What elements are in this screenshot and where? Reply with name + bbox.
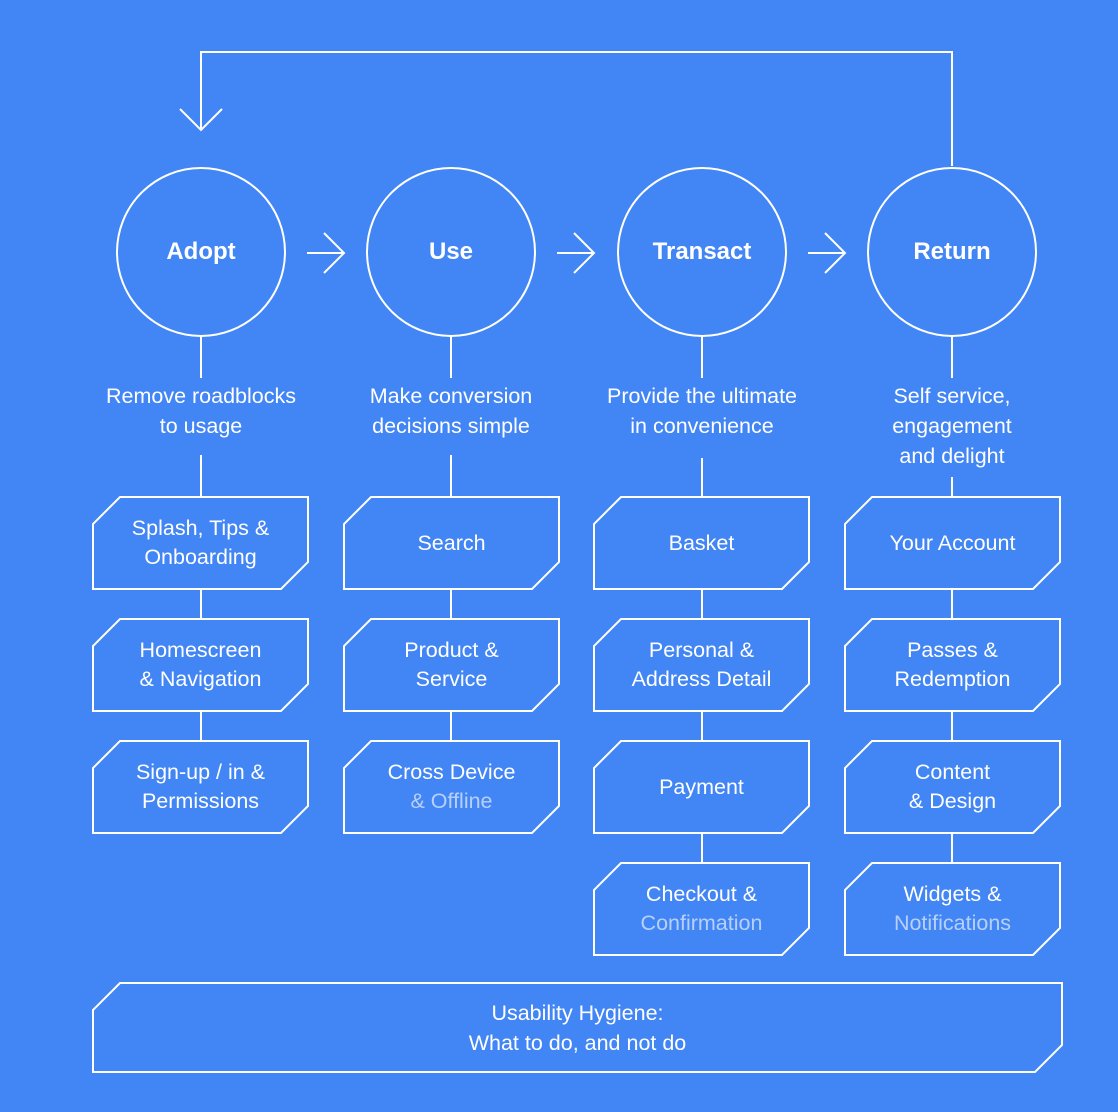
usability-hygiene-label: Usability Hygiene: What to do, and not d… [93,983,1062,1072]
feedback-arrowhead-icon [179,108,223,132]
box-line: Payment [659,774,744,799]
box-label-content-design: Content & Design [845,741,1060,833]
box-line: Splash, Tips & [131,516,270,540]
box-outline [343,740,560,834]
box-label-passes-redemption: Passes & Redemption [845,619,1060,711]
box-label-search: Search [344,497,559,589]
box-label-product-service: Product & Service [344,619,559,711]
box-outline [593,740,810,834]
stage-label-transact: Transact [652,238,752,265]
box-line: Widgets & [903,882,1002,906]
description-line: and delight [899,444,1005,468]
box-line: Homescreen [139,638,262,662]
box-outline [844,618,1061,712]
box-line: Basket [668,530,735,555]
box-outline [844,862,1061,956]
box-line: Permissions [141,789,260,813]
box-outline [343,496,560,590]
box-label-your-account: Your Account [845,497,1060,589]
flow-arrow-icon-2 [557,232,596,274]
connector-lines [200,336,953,863]
box-outline [593,618,810,712]
stage-description-return: Self service, engagement and delight [822,381,1082,471]
stage-description-transact: Provide the ultimate in convenience [572,381,832,441]
description-line: decisions simple [372,414,530,438]
box-label-widgets-notifications: Widgets & Notifications [845,863,1060,955]
box-outline [593,862,810,956]
box-line: Content [914,760,991,784]
box-label-splash-tips-onboarding: Splash, Tips & Onboarding [93,497,308,589]
flow-arrow-icon-3 [808,232,847,274]
box-line: Your Account [889,530,1016,555]
description-line: Make conversion [369,384,533,408]
box-line: Notifications [893,911,1012,935]
description-line: Self service, [893,384,1011,408]
description-line: Remove roadblocks [105,384,296,408]
footer-line: Usability Hygiene: [491,1000,664,1025]
box-label-cross-device-offline: Cross Device & Offline [344,741,559,833]
box-line: Checkout & [645,882,758,906]
feedback-loop-line [200,51,953,166]
box-outline [92,740,309,834]
stage-description-use: Make conversion decisions simple [321,381,581,441]
description-line: to usage [159,414,243,438]
box-outline [92,496,309,590]
stage-label-adopt: Adopt [166,238,236,265]
box-outline [844,496,1061,590]
stage-description-adopt: Remove roadblocks to usage [71,381,331,441]
box-outline [343,618,560,712]
footer-line: What to do, and not do [468,1030,687,1055]
description-line: Provide the ultimate [606,384,797,408]
box-line: Personal & [648,638,755,662]
box-outline [92,618,309,712]
box-line: & Design [908,789,997,813]
box-line: Search [417,530,486,555]
flow-arrow-icon-1 [307,232,346,274]
box-label-signup-permissions: Sign-up / in & Permissions [93,741,308,833]
footer-box-outline [92,982,1063,1073]
box-line: Cross Device [387,760,516,784]
box-line: Confirmation [640,911,763,935]
description-line: in convenience [630,414,774,438]
stage-label-use: Use [428,238,474,265]
box-line: Service [415,667,488,691]
box-line: Onboarding [144,545,257,569]
box-line: & Offline [410,789,493,813]
box-label-payment: Payment [594,741,809,833]
box-line: Passes & [907,638,998,662]
box-line: Address Detail [631,667,772,691]
box-line: Redemption [894,667,1011,691]
box-outline [593,496,810,590]
stage-label-return: Return [913,238,991,265]
description-line: engagement [892,414,1012,438]
box-line: Product & [404,638,499,662]
box-label-personal-address-detail: Personal & Address Detail [594,619,809,711]
box-line: & Navigation [139,667,262,691]
box-label-checkout-confirmation: Checkout & Confirmation [594,863,809,955]
box-outline [844,740,1061,834]
box-line: Sign-up / in & [135,760,266,784]
box-label-basket: Basket [594,497,809,589]
box-label-homescreen-navigation: Homescreen & Navigation [93,619,308,711]
